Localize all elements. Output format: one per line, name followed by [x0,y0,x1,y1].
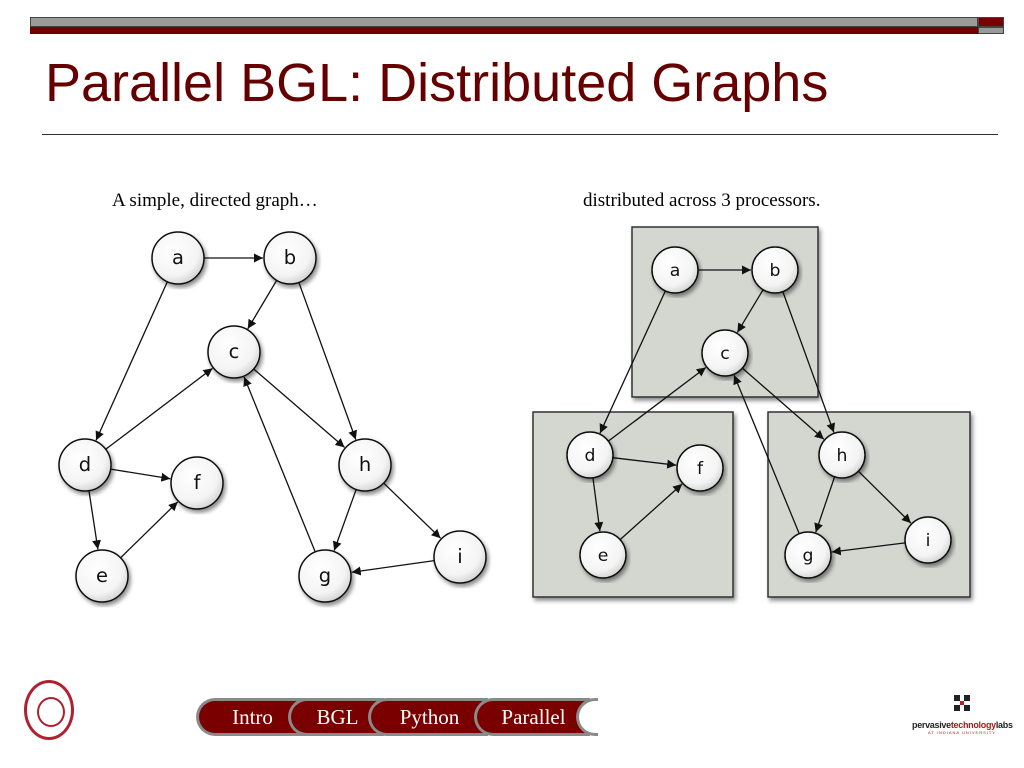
right-caption: distributed across 3 processors. [583,190,821,211]
left-graph-edge-h-i [383,482,442,539]
right-graph-node-f: f [676,444,724,492]
left-graph-node-c: c [207,325,261,379]
title-divider [42,134,998,135]
nav-tab-label: Intro [232,705,273,729]
node-label: e [96,564,108,587]
right-graph-edge-c-h [741,367,825,440]
left-graph-edge-b-c [247,280,278,330]
right-graph-node-g: g [784,531,832,579]
node-label: i [926,531,931,551]
right-graph-node-d: d [566,431,614,479]
nav-tab-label: Python [399,705,460,729]
ptl-logo-icon [954,695,970,711]
right-graph-node-a: a [651,246,699,294]
right-graph-edge-a-d [599,290,666,434]
node-label: c [229,340,240,363]
left-graph-node-a: a [151,231,205,285]
node-label: f [697,459,704,479]
node-label: h [837,446,848,466]
nav-tab-label: Parallel [501,705,566,729]
left-graph-node-i: i [433,530,487,584]
section-nav: Intro BGL Python Parallel [196,698,598,736]
left-graph-node-f: f [170,456,224,510]
node-label: c [720,344,729,364]
right-graph-edge-d-e [592,477,604,532]
processor-partition-2 [532,411,734,598]
left-graph-node-h: h [338,438,392,492]
header-corner [978,17,1004,27]
node-label: f [194,471,202,494]
right-graph-edge-e-f [619,483,683,541]
header-corner-lower [978,27,1004,34]
node-label: d [79,453,91,476]
right-graph-node-i: i [904,516,952,564]
nav-tab-label: BGL [316,705,359,729]
nav-tab-next[interactable] [576,698,598,736]
right-graph-node-c: c [701,329,749,377]
right-graph-node-b: b [751,246,799,294]
nav-tab-intro[interactable]: Intro [196,698,306,736]
left-graph-edge-a-d [95,281,168,441]
header-bar-accent [30,27,978,34]
left-graph-edge-i-g [351,559,435,576]
left-graph-node-b: b [263,231,317,285]
left-graph-node-g: g [298,549,352,603]
left-graph-node-e: e [75,549,129,603]
node-label: h [359,453,371,476]
node-label: i [457,545,462,568]
node-label: a [670,261,681,281]
right-graph-node-h: h [818,431,866,479]
right-graph-edge-b-h [782,291,835,433]
node-label: g [319,564,331,587]
left-graph-edge-e-f [120,501,179,559]
node-label: d [585,446,596,466]
left-graph-edge-d-f [110,468,171,482]
graph-diagrams: a b c d e f g h i a b c d e f g h i [58,226,971,603]
left-graph-node-d: d [58,438,112,492]
node-label: g [803,546,814,566]
ptl-name: pervasivetechnologylabs [912,720,1013,730]
right-graph-node-e: e [579,531,627,579]
ptl-subtitle: AT INDIANA UNIVERSITY [928,730,996,735]
slide-title: Parallel BGL: Distributed Graphs [45,53,829,113]
left-graph-edge-b-h [298,282,357,440]
right-graph-edge-d-f [612,457,677,469]
right-graph-edge-i-g [831,542,906,556]
right-graph-edge-d-c [607,366,707,442]
left-graph-edge-g-c [243,376,316,553]
right-graph-edge-h-i [857,470,912,524]
node-label: e [598,546,609,566]
header-bar [30,17,978,27]
nav-tab-python[interactable]: Python [368,698,488,736]
pervasive-tech-labs-logo: pervasivetechnologylabs AT INDIANA UNIVE… [912,693,1013,735]
left-graph-edge-h-g [332,489,357,551]
right-graph-edge-b-c [736,289,764,333]
left-graph-edge-d-c [105,367,213,450]
right-graph-edge-g-c [733,374,800,534]
node-label: b [770,261,781,281]
left-caption: A simple, directed graph… [112,190,318,211]
nav-tab-parallel[interactable]: Parallel [474,698,590,736]
node-label: b [284,246,296,269]
left-graph-edge-c-h [253,368,345,448]
node-label: a [172,246,184,269]
left-graph-edge-d-e [88,490,101,550]
university-seal-logo [24,680,74,740]
right-graph-edge-h-g [814,476,836,533]
